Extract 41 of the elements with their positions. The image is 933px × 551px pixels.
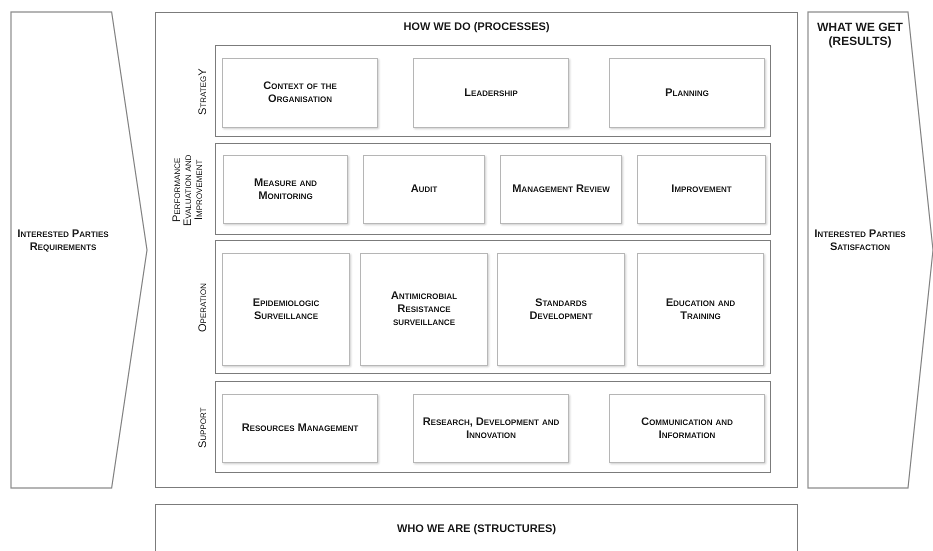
process-box: [637, 155, 766, 224]
heading-text: HOW WE DO (PROCESSES): [402, 21, 551, 33]
process-box: [363, 155, 485, 224]
process-box: [413, 394, 569, 463]
box-text: Improvement: [670, 183, 733, 196]
box-text: Planning: [664, 86, 710, 100]
process-box: [637, 253, 764, 366]
process-box: [223, 155, 348, 224]
box-text: Epidemiologic Surveillance: [252, 296, 320, 322]
process-panel: [155, 12, 798, 488]
box-text: Standards Development: [528, 296, 594, 322]
box-text: Research, Development and Innovation: [422, 416, 560, 442]
output-chevron: [808, 12, 933, 488]
box-text: Measure and Monitoring: [253, 176, 318, 202]
band-label: StrategY: [198, 68, 210, 118]
box-text: Antimicrobial Resistance surveillance: [390, 290, 458, 329]
band-label: Performance Evaluation and Improvement: [172, 153, 206, 228]
label-text: Interested Parties Requirements: [16, 228, 110, 254]
box-text: Management Review: [511, 183, 611, 196]
label-text: Interested Parties Satisfaction: [814, 228, 906, 254]
box-text: Communication and Information: [640, 416, 734, 442]
box-text: Audit: [410, 183, 438, 196]
box-text: Context of the Organisation: [262, 80, 338, 106]
process-box: [222, 394, 378, 463]
structure-panel: [155, 504, 798, 551]
box-text: Resources Management: [240, 422, 360, 435]
heading-text: WHO WE ARE (STRUCTURES): [396, 523, 558, 535]
process-box: [413, 58, 569, 128]
process-box: [609, 58, 765, 128]
process-box: [222, 253, 350, 366]
process-box: [500, 155, 622, 224]
input-chevron: [11, 12, 147, 488]
band-label: Support: [198, 406, 210, 450]
heading-text: WHAT WE GET (RESULTS): [816, 20, 904, 48]
box-text: Education and Training: [664, 296, 736, 322]
process-box: [497, 253, 625, 366]
box-text: Leadership: [463, 86, 519, 100]
process-box: [609, 394, 765, 463]
process-box: [360, 253, 488, 366]
process-box: [222, 58, 378, 128]
band-label: Operation: [198, 282, 210, 334]
